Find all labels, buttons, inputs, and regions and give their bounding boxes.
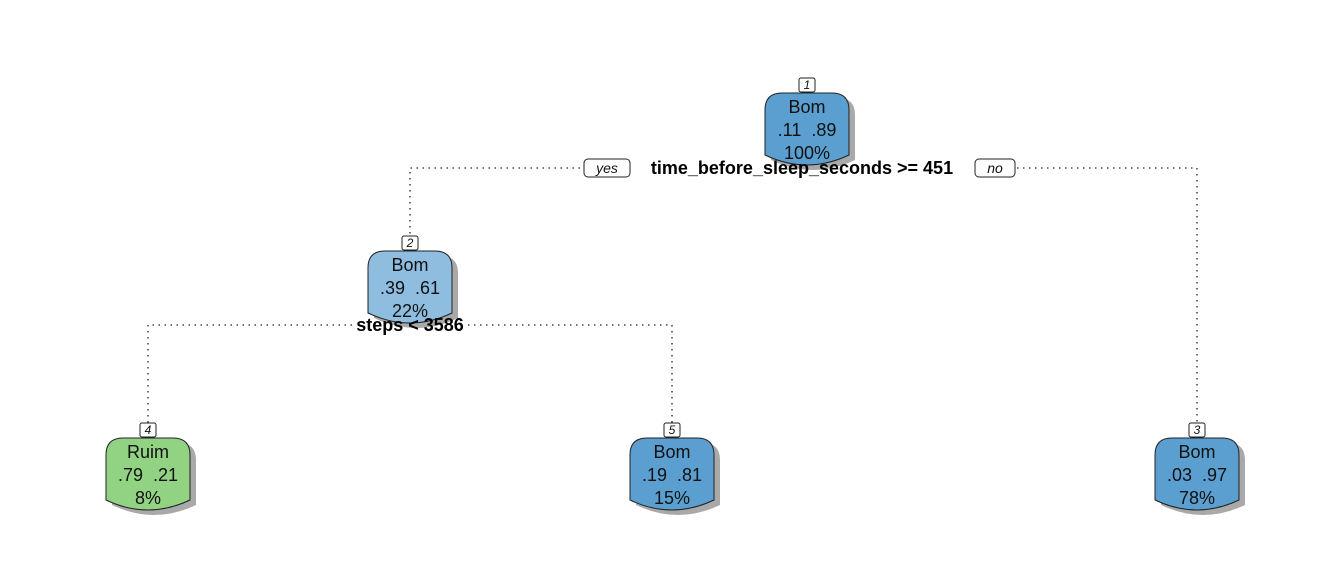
edge-1-2: [409, 167, 580, 236]
node-percentage: 78%: [1179, 488, 1215, 508]
branch-label-no: no: [974, 158, 1016, 178]
branch-label-box: [974, 158, 1016, 178]
node-number: 1: [804, 78, 811, 92]
node-probabilities: .11 .89: [778, 120, 837, 140]
branch-label-text: yes: [595, 160, 618, 176]
node-class: Bom: [391, 255, 428, 275]
branch-label-yes: yes: [583, 158, 631, 178]
node-probabilities: .79 .21: [118, 465, 178, 485]
node-number: 4: [145, 423, 152, 437]
node-percentage: 22%: [392, 301, 428, 321]
tree-edges: [147, 167, 1198, 423]
node-class: Bom: [653, 442, 690, 462]
node-number-box: [663, 422, 681, 438]
edge-2-5: [468, 324, 673, 423]
split-rule-node-1: time_before_sleep_seconds >= 451: [651, 158, 953, 178]
tree-labels: time_before_sleep_seconds >= 451 steps < …: [356, 158, 1016, 335]
node-number: 5: [669, 423, 676, 437]
node-probabilities: .03 .97: [1167, 465, 1227, 485]
node-number: 3: [1194, 423, 1201, 437]
node-class: Bom: [788, 97, 825, 117]
split-rule-node-2: steps < 3586: [356, 315, 464, 335]
node-body: [629, 437, 715, 511]
node-number-box: [139, 422, 157, 438]
node-class: Ruim: [127, 442, 169, 462]
node-percentage: 100%: [784, 143, 830, 163]
node-percentage: 15%: [654, 488, 690, 508]
node-number-box: [1188, 422, 1206, 438]
node-percentage: 8%: [135, 488, 161, 508]
node-body: [105, 437, 191, 511]
node-probabilities: .39 .61: [380, 278, 440, 298]
branch-label-text: no: [987, 160, 1003, 176]
node-number-box: [798, 77, 816, 93]
edge-1-3: [1017, 167, 1198, 423]
node-body: [764, 92, 850, 166]
node-number-box: [401, 235, 419, 251]
branch-label-box: [583, 158, 631, 178]
node-probabilities: .19 .81: [642, 465, 702, 485]
node-body: [1154, 437, 1240, 511]
node-class: Bom: [1178, 442, 1215, 462]
node-number: 2: [406, 236, 414, 250]
node-body: [367, 250, 453, 324]
edge-2-4: [147, 324, 352, 423]
